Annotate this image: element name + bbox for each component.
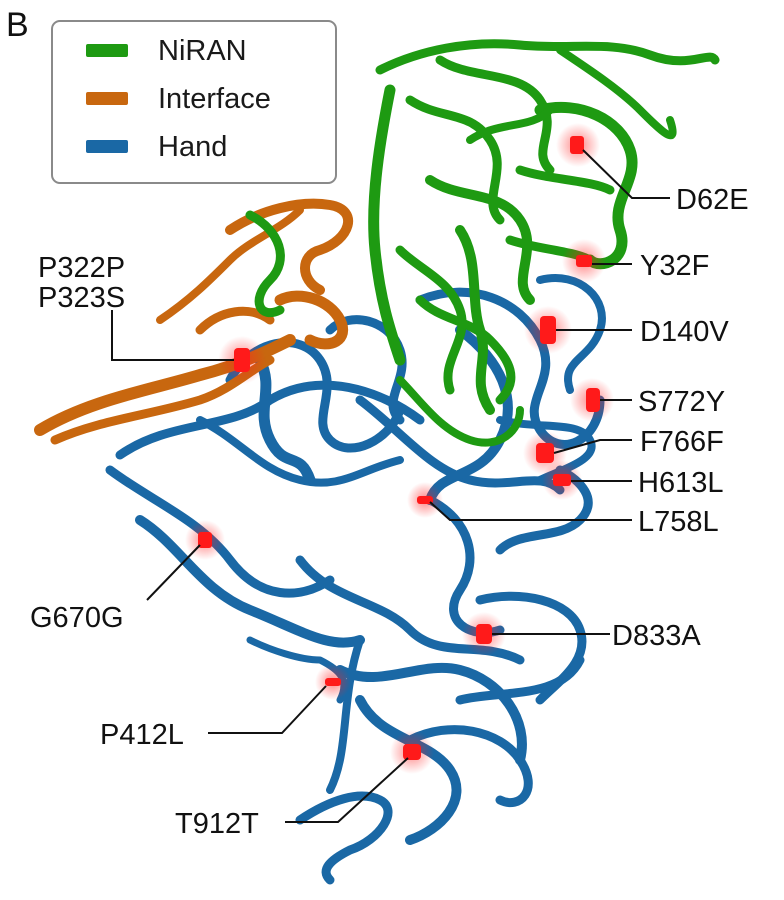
mutation-label-t912t: T912T: [175, 808, 259, 840]
legend-swatch-interface: [86, 92, 128, 105]
legend: NiRAN Interface Hand: [51, 20, 337, 184]
mutation-site-l758l: [407, 482, 443, 518]
mutation-site-d140v: [524, 306, 572, 354]
hand-domain-ribbons: [105, 274, 606, 885]
mutation-labels: D62E Y32F D140V S772Y F766F H613L L758L …: [30, 184, 749, 840]
legend-swatch-niran: [86, 44, 128, 57]
leader-g670g: [146, 544, 201, 601]
leader-l758l: [429, 501, 632, 521]
legend-label-hand: Hand: [158, 130, 228, 163]
mutation-site-h613l: [542, 460, 582, 500]
mutation-site-s772y: [570, 378, 614, 422]
mutation-label-g670g: G670G: [30, 602, 124, 634]
legend-swatch-hand: [86, 140, 128, 153]
mutation-site-p412l: [315, 664, 351, 700]
mutation-site-t912t: [390, 730, 434, 774]
mutation-label-s772y: S772Y: [638, 386, 725, 418]
mutation-label-p322p: P322P: [38, 252, 125, 284]
panel-letter: B: [6, 6, 29, 44]
mutation-site-p322p-p323s: [218, 336, 266, 384]
mutation-label-f766f: F766F: [640, 426, 724, 458]
mutation-label-h613l: H613L: [638, 467, 723, 499]
leader-p322p-p323s: [111, 310, 234, 361]
mutation-site-d833a: [462, 612, 506, 656]
mutation-label-p323s: P323S: [38, 282, 125, 314]
legend-label-niran: NiRAN: [158, 34, 247, 67]
leader-t912t: [285, 757, 409, 823]
mutation-site-y32f: [562, 239, 606, 283]
mutation-label-y32f: Y32F: [640, 250, 709, 282]
legend-label-interface: Interface: [158, 82, 271, 115]
leader-f766f: [553, 439, 632, 454]
mutation-label-p412l: P412L: [100, 719, 184, 751]
mutation-label-l758l: L758L: [638, 506, 719, 538]
mutation-sites: [185, 123, 614, 774]
leader-d62e: [582, 149, 670, 199]
interface-domain-ribbons: [34, 198, 354, 445]
leader-p412l: [208, 685, 327, 734]
leader-lines: [111, 149, 670, 823]
mutation-label-d140v: D140V: [640, 316, 729, 348]
mutation-label-d62e: D62E: [676, 184, 749, 216]
mutation-label-d833a: D833A: [612, 620, 701, 652]
